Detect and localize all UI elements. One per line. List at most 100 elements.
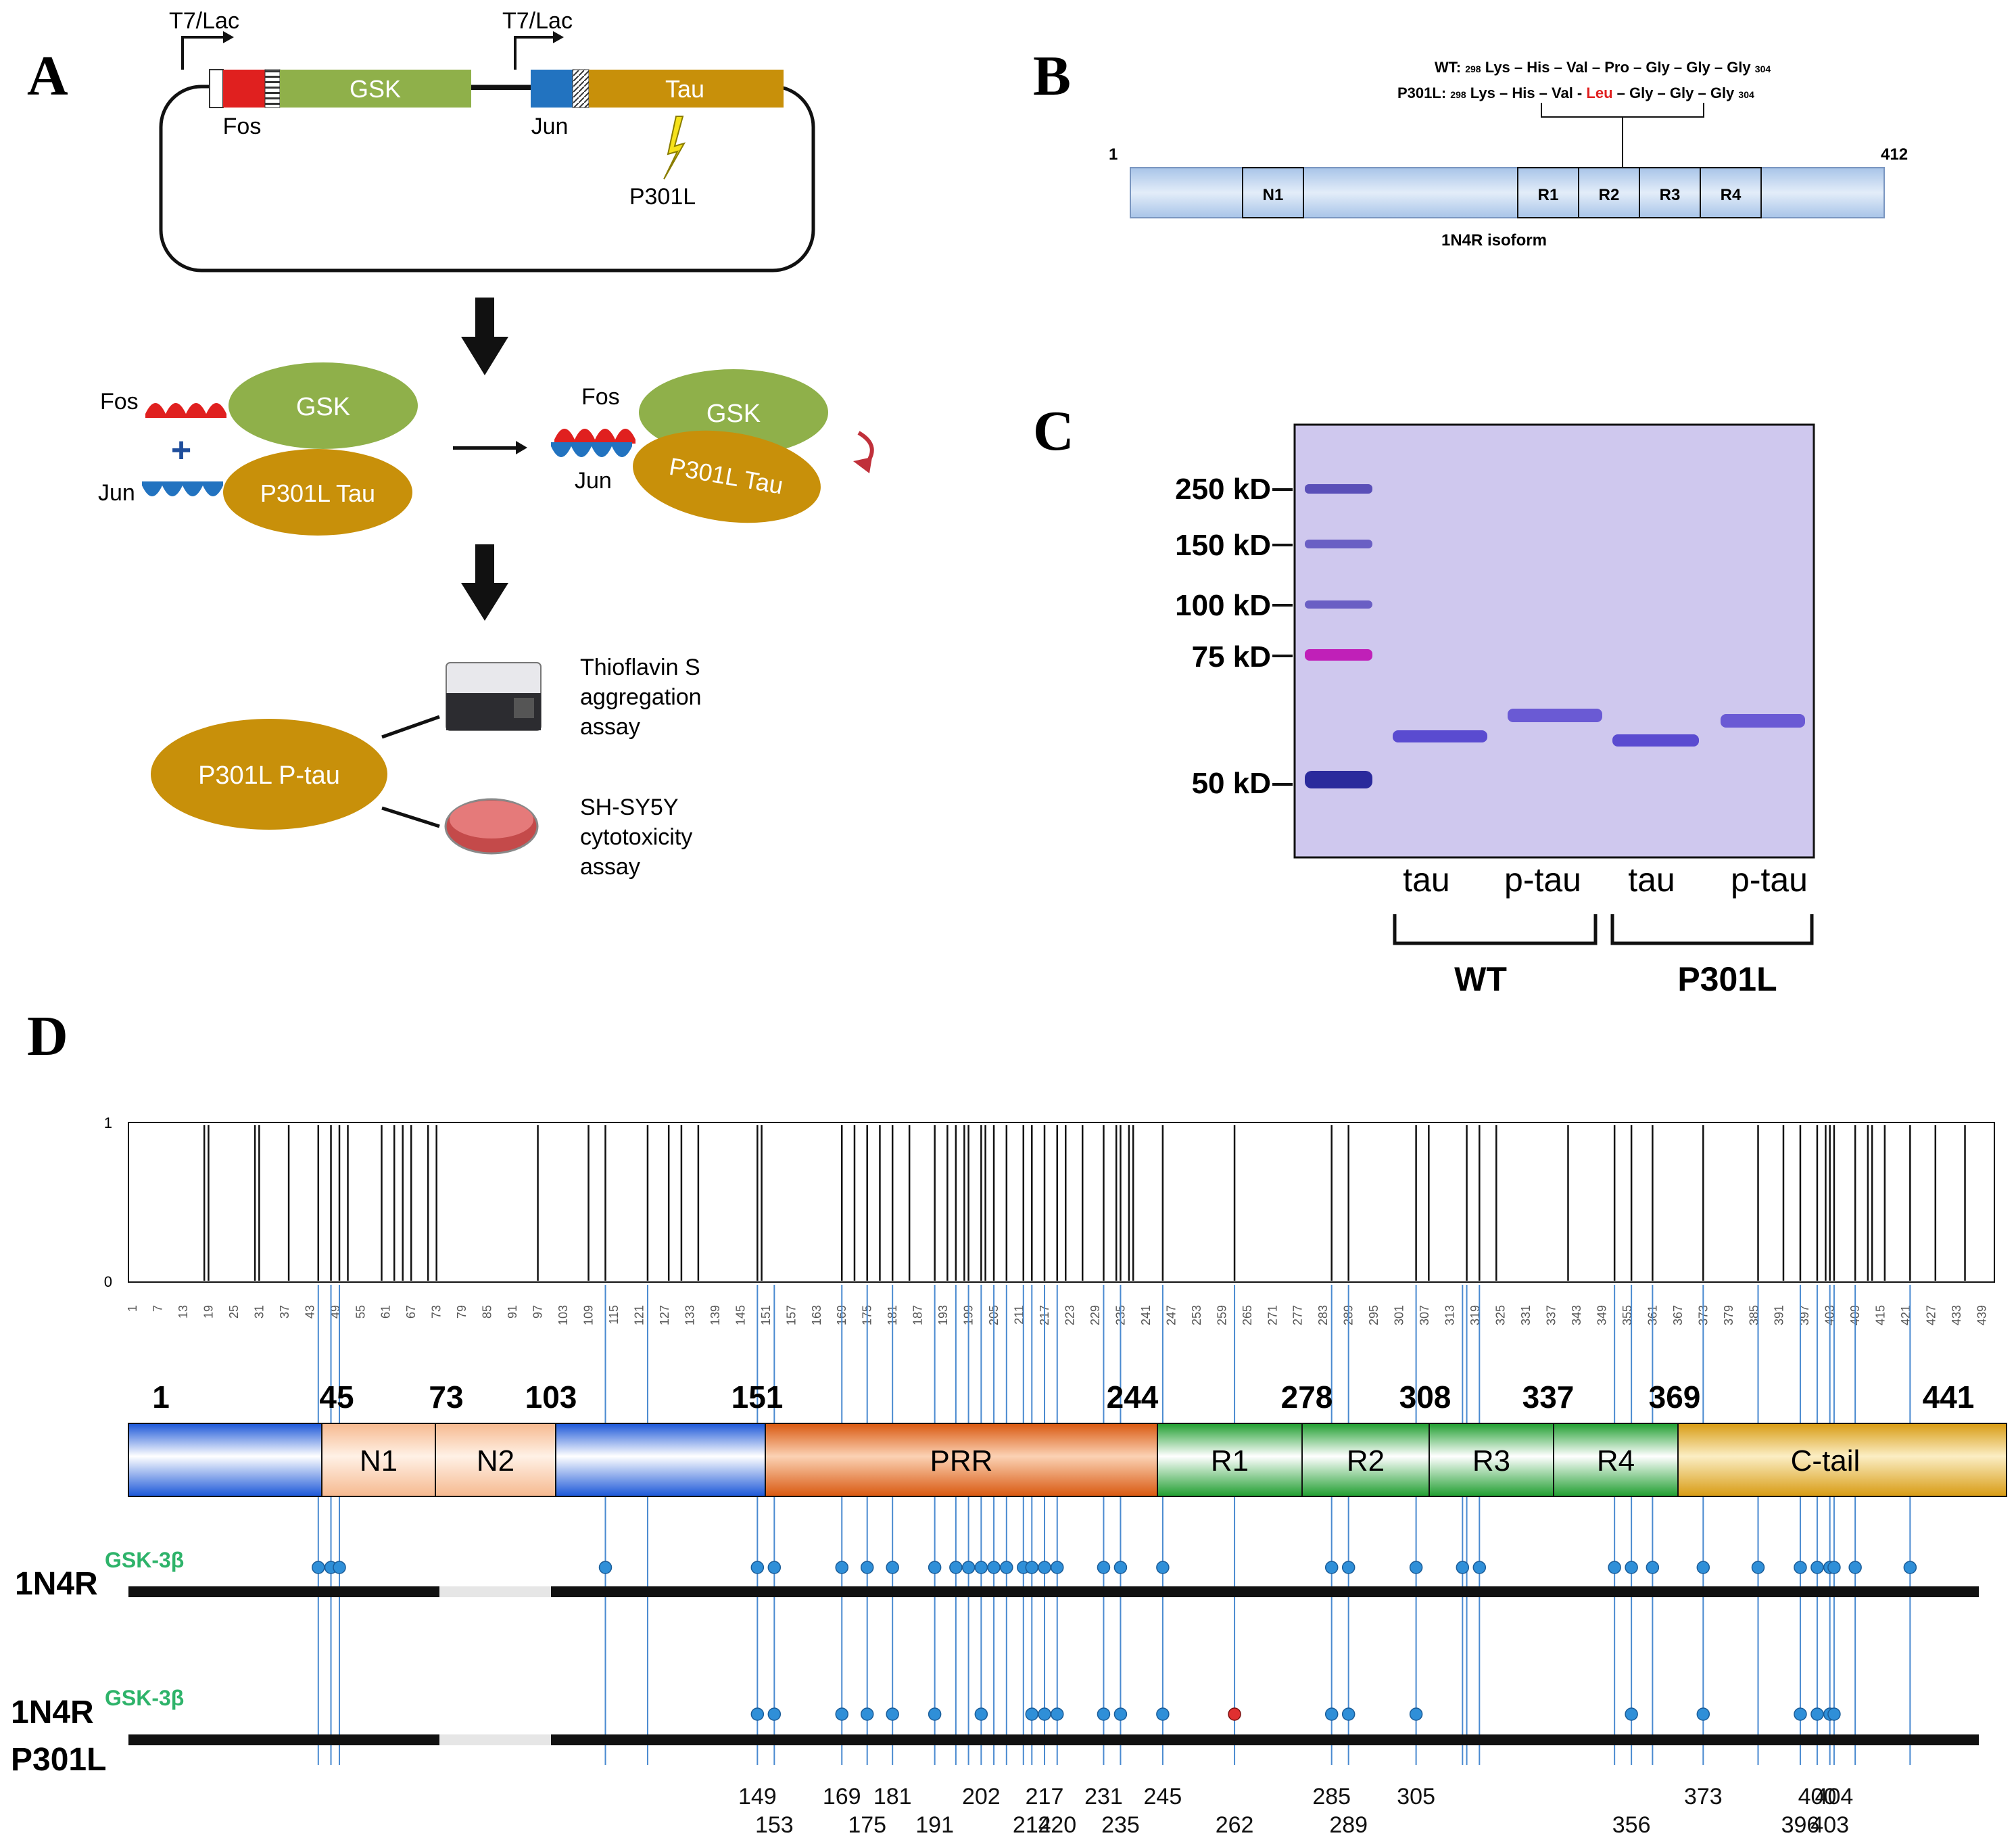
site-label: 191	[915, 1812, 954, 1838]
site-label: 396	[1781, 1812, 1820, 1838]
bound-tau-ellipse	[633, 430, 821, 523]
x-tick-label: 85	[481, 1305, 494, 1319]
x-tick-label: 319	[1468, 1305, 1482, 1325]
x-tick-label: 325	[1494, 1305, 1508, 1325]
row1-site-dot	[835, 1561, 848, 1574]
promoter-arrowhead-2	[553, 31, 564, 43]
row1-site-dot	[1608, 1561, 1621, 1574]
x-tick-label: 301	[1393, 1305, 1406, 1325]
assay2-line2: cytotoxicity	[580, 824, 692, 850]
assay2-line1: SH-SY5Y	[580, 795, 679, 820]
b-domain-r2: R2	[1599, 186, 1620, 204]
x-tick-label: 31	[252, 1305, 266, 1319]
domain-label-r1: R1	[1211, 1444, 1249, 1477]
group-wt: WT	[1454, 960, 1507, 998]
panel-c: C 250 kD 150 kD 100 kD 75 kD 50 kD tau p…	[1033, 400, 1815, 998]
panel-a: A T7/Lac GSK Fos T7/Lac Tau Jun P301L	[27, 8, 874, 880]
domain-nterm	[128, 1423, 322, 1497]
plasmid-link	[471, 86, 531, 90]
promoter-label-2: T7/Lac	[502, 8, 573, 34]
row1-site-dot	[1472, 1561, 1487, 1574]
x-tick-label: 157	[784, 1305, 798, 1325]
row2-site-dot	[1341, 1707, 1355, 1721]
x-tick-label: 415	[1874, 1305, 1888, 1325]
row2-site-dot	[1025, 1707, 1039, 1721]
row2-site-dot	[1696, 1707, 1710, 1721]
site-label: 220	[1038, 1812, 1076, 1838]
site-label: 403	[1810, 1812, 1849, 1838]
boundary-337: 337	[1522, 1379, 1575, 1415]
band-wt-tau	[1393, 730, 1487, 742]
row1-site-dot	[1646, 1561, 1660, 1574]
row1-site-dot	[1456, 1561, 1470, 1574]
site-label: 289	[1329, 1812, 1368, 1838]
ladder-band-250	[1305, 484, 1372, 494]
row1-site-dot	[1794, 1561, 1807, 1574]
down-arrow-icon-2	[461, 544, 508, 621]
row2-site-dot	[886, 1707, 899, 1721]
panel-b-letter: B	[1033, 45, 1071, 108]
group-brackets	[1393, 914, 1814, 945]
jun-gene-label: Jun	[531, 114, 569, 139]
row1-site-dot	[1751, 1561, 1765, 1574]
domain-proline-a	[555, 1423, 766, 1497]
site-label: 169	[823, 1784, 861, 1810]
b-domain-r1: R1	[1538, 186, 1559, 204]
x-tick-label: 1	[126, 1305, 139, 1312]
fos-gene-label: Fos	[223, 114, 262, 139]
mutant-sequence: P301L: 298 Lys – His – Val - Leu – Gly –…	[1397, 85, 1754, 101]
domain-label-r3: R3	[1472, 1444, 1510, 1477]
x-tick-label: 127	[658, 1305, 671, 1325]
boundary-369: 369	[1649, 1379, 1701, 1415]
row2-label-a: 1N4R	[11, 1695, 94, 1730]
lane-3: tau	[1628, 861, 1675, 899]
row1-site-dot	[1038, 1561, 1051, 1574]
x-tick-label: 73	[430, 1305, 443, 1319]
lane-2: p-tau	[1504, 861, 1581, 899]
row2-site-dot	[1156, 1707, 1170, 1721]
row1-site-dot	[1810, 1561, 1824, 1574]
row1-site-dot	[1051, 1561, 1064, 1574]
x-tick-label: 271	[1266, 1305, 1279, 1325]
domain-label-n2: N2	[477, 1444, 514, 1477]
x-tick-label: 139	[709, 1305, 722, 1325]
row2-site-dot	[1324, 1707, 1339, 1721]
domain-r1	[1157, 1423, 1303, 1497]
row2-site-dot	[750, 1707, 765, 1721]
row2-site-dot	[767, 1707, 782, 1721]
petri-dish-icon	[444, 798, 539, 855]
x-tick-label: 391	[1773, 1305, 1786, 1325]
row1-site-dot	[333, 1561, 346, 1574]
row1-site-dot	[961, 1561, 976, 1574]
x-tick-label: 49	[329, 1305, 342, 1319]
marker-50: 50 kD	[1192, 767, 1271, 800]
b-box-r4	[1700, 167, 1762, 218]
domain-prr	[765, 1423, 1158, 1497]
tau-gene	[589, 70, 784, 108]
row1-site-dot	[1848, 1561, 1862, 1574]
x-tick-label: 331	[1519, 1305, 1533, 1325]
fos-segment	[223, 70, 265, 108]
site-label: 175	[848, 1812, 886, 1838]
x-tick-label: 283	[1316, 1305, 1330, 1325]
gel-image	[1293, 423, 1815, 859]
complex-fos-label: Fos	[100, 389, 139, 415]
row1-site-dot	[1025, 1561, 1039, 1574]
bound-fos-zipper-icon	[554, 429, 635, 444]
row2-site-dot	[1794, 1707, 1807, 1721]
row2-site-dot	[974, 1707, 988, 1721]
x-tick-label: 241	[1139, 1305, 1153, 1325]
b-domain-r4: R4	[1721, 186, 1742, 204]
x-tick-label: 229	[1088, 1305, 1102, 1325]
row2-site-dot	[860, 1707, 874, 1721]
site-label: 356	[1612, 1812, 1651, 1838]
y-max-label: 1	[104, 1114, 112, 1131]
x-tick-label: 295	[1367, 1305, 1381, 1325]
row1-site-dot	[1827, 1561, 1841, 1574]
x-tick-label: 439	[1975, 1305, 1989, 1325]
x-tick-label: 397	[1798, 1305, 1811, 1325]
mutation-label: P301L	[629, 184, 696, 210]
lane-1: tau	[1403, 861, 1450, 899]
x-tick-label: 337	[1544, 1305, 1558, 1325]
